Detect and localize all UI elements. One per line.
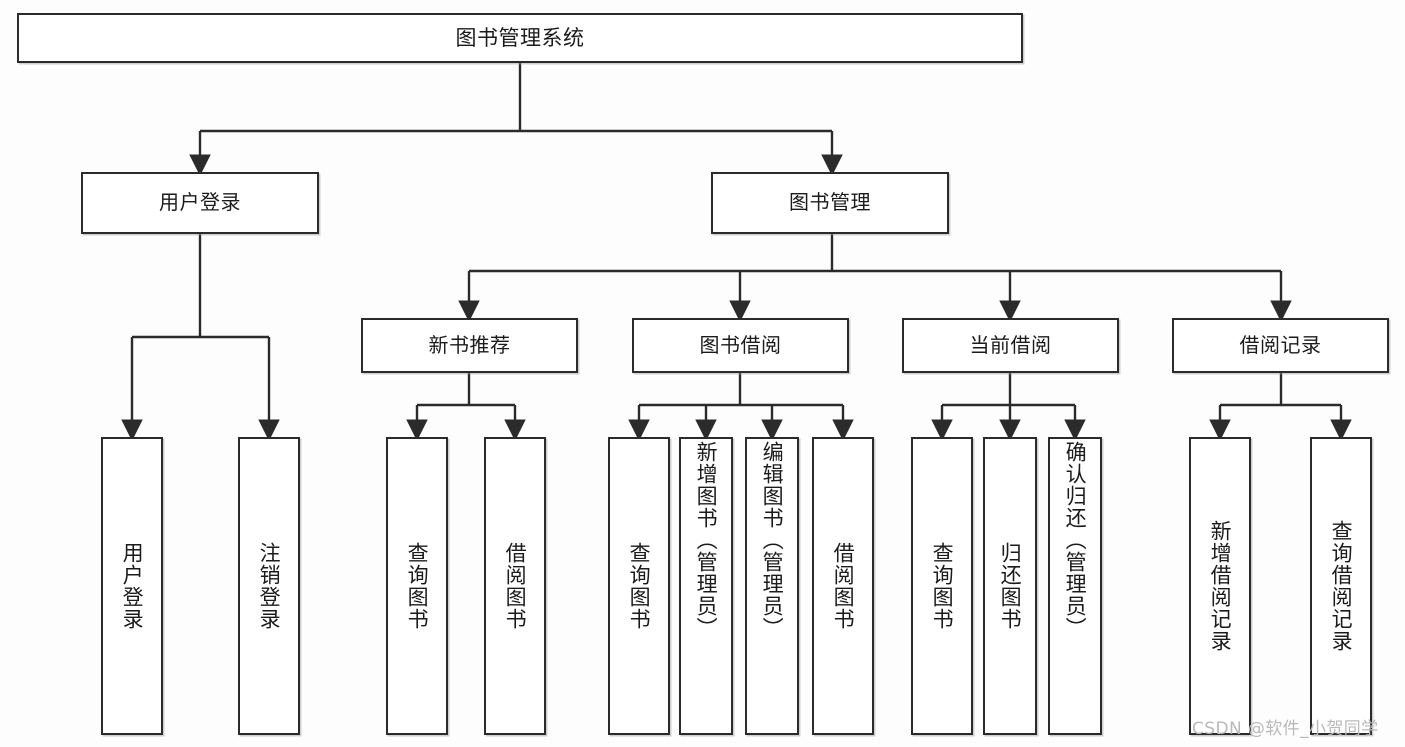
leaf-query-books-borrow[interactable]: 查询图书 bbox=[608, 437, 670, 735]
leaf-user-login[interactable]: 用户登录 bbox=[101, 437, 163, 735]
leaf-confirm-return-admin[interactable]: 确认归还（管理员） bbox=[1048, 437, 1102, 735]
node-book-management[interactable]: 图书管理 bbox=[711, 172, 949, 234]
node-book-borrow[interactable]: 图书借阅 bbox=[632, 318, 849, 373]
leaf-edit-book-admin[interactable]: 编辑图书（管理员） bbox=[745, 437, 799, 735]
node-user-login[interactable]: 用户登录 bbox=[81, 172, 319, 234]
leaf-return-books[interactable]: 归还图书 bbox=[983, 437, 1037, 735]
leaf-query-books-current[interactable]: 查询图书 bbox=[911, 437, 973, 735]
node-root[interactable]: 图书管理系统 bbox=[17, 13, 1023, 63]
leaf-add-book-admin[interactable]: 新增图书（管理员） bbox=[679, 437, 733, 735]
node-borrow-record[interactable]: 借阅记录 bbox=[1172, 318, 1389, 373]
node-new-book-recommend[interactable]: 新书推荐 bbox=[361, 318, 578, 373]
leaf-add-borrow-record[interactable]: 新增借阅记录 bbox=[1189, 437, 1251, 735]
leaf-borrow-books-recommend[interactable]: 借阅图书 bbox=[484, 437, 546, 735]
watermark: CSDN @软件_小贺同学 bbox=[1192, 719, 1379, 739]
leaf-borrow-books[interactable]: 借阅图书 bbox=[812, 437, 874, 735]
leaf-query-borrow-record[interactable]: 查询借阅记录 bbox=[1310, 437, 1372, 735]
leaf-logout[interactable]: 注销登录 bbox=[238, 437, 300, 735]
node-current-borrow[interactable]: 当前借阅 bbox=[902, 318, 1119, 373]
leaf-query-books-recommend[interactable]: 查询图书 bbox=[386, 437, 448, 735]
